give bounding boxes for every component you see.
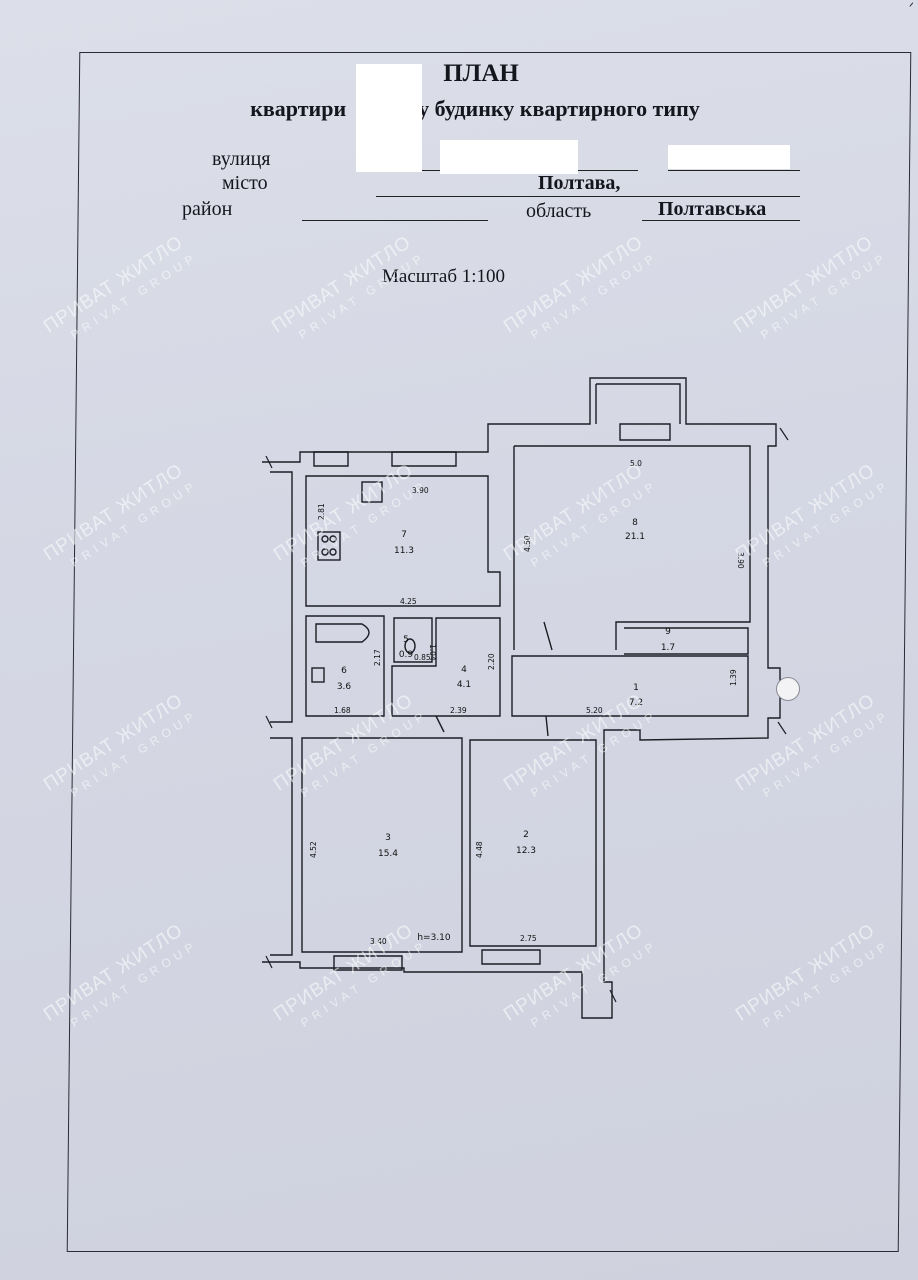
region-value: Полтавська [658, 198, 767, 220]
break-marks [265, 427, 789, 1003]
door-marks [435, 621, 553, 737]
room-9-outline [624, 627, 749, 655]
room-6-outline [305, 615, 385, 717]
room-7-area: 11.3 [394, 546, 414, 556]
room-9-number: 9 [665, 627, 671, 637]
room-1-outline [511, 655, 749, 717]
dim-room3-width: 3.40 [370, 937, 387, 946]
dim-room4-width: 2.39 [450, 706, 467, 715]
room-2-number: 2 [523, 830, 529, 840]
burner [321, 535, 329, 543]
kitchen-windows [313, 451, 457, 467]
room-4-number: 4 [461, 665, 467, 675]
redaction-apartment [356, 64, 422, 172]
room-2-area: 12.3 [516, 846, 536, 856]
region-label: область [526, 200, 592, 222]
left-wall-inner [270, 471, 293, 723]
bathtub [315, 623, 370, 643]
dim-bath-width: 1.68 [334, 706, 351, 715]
city-line [376, 196, 800, 197]
ceiling-height: h=3.10 [417, 933, 451, 943]
dim-room2-width: 2.75 [520, 934, 537, 943]
dim-wc-height: 1.04 [428, 644, 437, 661]
room-2-window [481, 949, 541, 965]
city-label: місто [222, 172, 268, 194]
burner [329, 535, 337, 543]
radiator [361, 481, 383, 503]
street-line-2 [668, 170, 800, 171]
corner-mark: ᐟ [908, 0, 914, 14]
room-8-number: 8 [632, 518, 638, 528]
dim-hall-width: 5.20 [586, 706, 603, 715]
city-value: Полтава, [538, 172, 621, 194]
dim-room8-left: 4.50 [523, 535, 532, 552]
room-3-number: 3 [385, 833, 391, 843]
room-1-area: 7.2 [629, 698, 643, 708]
plan-subtitle: квартири у будинку квартирного типу [16, 96, 918, 122]
room-5-area: 0.9 [399, 650, 414, 660]
burner [329, 548, 337, 556]
room-3-area: 15.4 [378, 849, 398, 859]
dim-room4-height: 2.20 [487, 653, 496, 670]
dim-room3-height: 4.52 [309, 841, 318, 858]
balcony [595, 383, 681, 424]
subtitle-left: квартири [250, 96, 347, 121]
redaction-building [668, 145, 790, 169]
room-1-number: 1 [633, 683, 639, 693]
room-7-outline [305, 475, 501, 607]
room-8-window [619, 423, 671, 441]
room-4-area: 4.1 [457, 680, 471, 690]
room-5-outline [393, 617, 433, 663]
plan-title: ПЛАН [443, 60, 519, 87]
dim-room2-height: 4.48 [475, 841, 484, 858]
room-8-outline [513, 445, 751, 650]
redaction-street [440, 140, 578, 174]
room-7-number: 7 [401, 530, 407, 540]
toilet [404, 638, 416, 654]
dim-hall-height: 1.39 [729, 669, 738, 686]
room-8-area: 21.1 [625, 532, 645, 542]
room-3-outline [301, 737, 463, 953]
outer-wall [262, 377, 781, 1019]
room-4-outline [391, 617, 501, 717]
stove [317, 531, 341, 561]
room-9-area: 1.7 [661, 643, 675, 653]
dim-bath-height: 2.17 [373, 649, 382, 666]
scale-label: Масштаб 1:100 [382, 266, 506, 287]
dim-wc-width: 0.85 [414, 653, 431, 662]
district-line [302, 220, 488, 221]
burner [321, 548, 329, 556]
room-5-number: 5 [403, 635, 409, 645]
room-6-number: 6 [341, 666, 347, 676]
dim-room8-top: 5.0 [630, 459, 642, 468]
dim-kitchen-bottom: 4.25 [400, 597, 417, 606]
left-wall-inner-2 [270, 737, 293, 956]
dim-kitchen-width: 3.90 [412, 486, 429, 495]
dim-room8-right: 3.90 [736, 552, 745, 569]
binder-hole [776, 677, 800, 701]
region-line [642, 220, 800, 221]
room-6-area: 3.6 [337, 682, 352, 692]
room-2-outline [469, 739, 597, 947]
dim-kitchen-side: 2.81 [317, 503, 326, 520]
district-label: район [182, 198, 233, 220]
street-label: вулиця [212, 148, 271, 170]
subtitle-right: у будинку квартирного типу [418, 96, 700, 121]
room-3-window [333, 955, 403, 971]
sink [311, 667, 325, 683]
